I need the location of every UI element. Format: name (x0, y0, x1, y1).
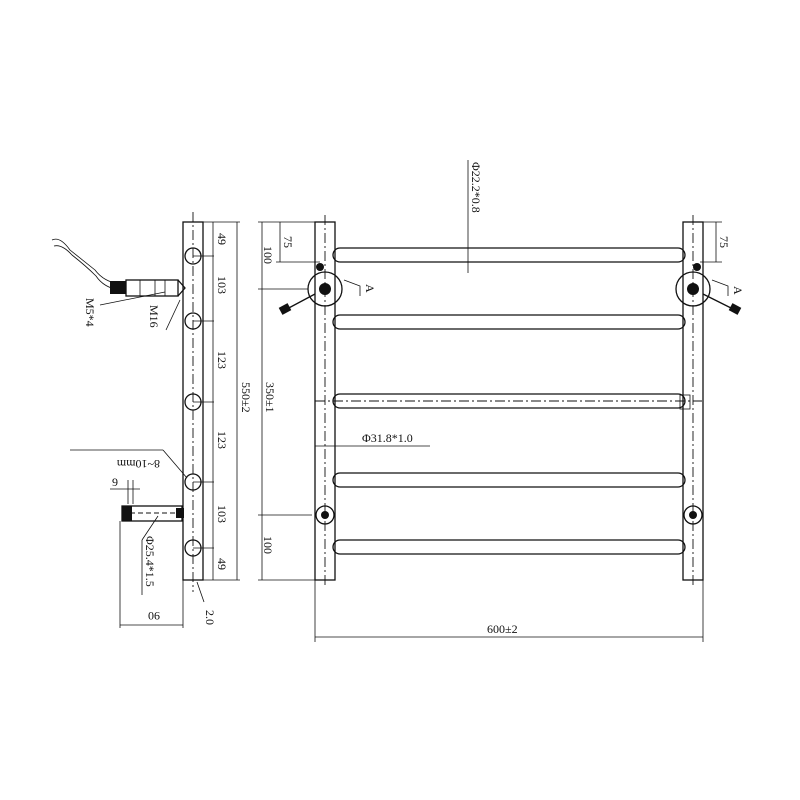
rail (332, 539, 686, 555)
label-hole-size: 8~10mm (116, 457, 160, 471)
rail (332, 472, 686, 488)
label-pipe-spec: Φ25.4*1.5 (143, 536, 157, 587)
dim-overall-width: 600±2 (487, 622, 518, 636)
dim-49-top: 49 (215, 233, 229, 245)
label-plug-offset: 9 (112, 475, 118, 489)
dim-overall-height: 550±2 (239, 382, 253, 413)
front-view: A A 100 75 75 350±1 100 600±2 Φ22.2*0.8 … (258, 160, 745, 642)
label-rail-spec: Φ22.2*0.8 (469, 162, 483, 213)
label-wall-depth: 90 (148, 609, 160, 623)
side-dimension-lines (193, 221, 240, 581)
dim-top-rail-offset-left: 75 (281, 236, 295, 248)
label-wall-thickness: 2.0 (203, 610, 217, 625)
dim-103-lower: 103 (215, 505, 229, 523)
rails (315, 247, 702, 555)
dim-49-bottom: 49 (215, 558, 229, 570)
label-fitting-m16: M16 (147, 305, 161, 328)
side-view: 49 103 123 123 103 49 550±2 M5*4 M16 8~1… (51, 212, 253, 628)
rail (332, 314, 686, 330)
mount-bottom-left (315, 505, 335, 525)
dim-123-lower: 123 (215, 431, 229, 449)
cable-gland (110, 281, 126, 294)
label-thread-m5: M5*4 (83, 298, 97, 327)
rail (332, 247, 686, 263)
dim-top-rail-offset-right: 75 (717, 236, 731, 248)
heater-body (125, 279, 179, 297)
dim-bottom-mount-offset: 100 (261, 536, 275, 554)
mount-bottom-right (683, 505, 703, 525)
dim-top-mount-offset: 100 (261, 246, 275, 264)
detail-label-right: A (731, 286, 745, 295)
detail-label-left: A (363, 284, 377, 293)
label-post-spec: Φ31.8*1.0 (362, 431, 413, 445)
dim-mount-spacing: 350±1 (263, 382, 277, 413)
bottom-plug (110, 480, 184, 628)
power-cable (51, 238, 121, 285)
mount-top-right (675, 271, 711, 307)
dim-103-upper: 103 (215, 276, 229, 294)
front-dimension-lines (258, 160, 722, 642)
dim-123-upper: 123 (215, 351, 229, 369)
heating-element (51, 238, 186, 331)
